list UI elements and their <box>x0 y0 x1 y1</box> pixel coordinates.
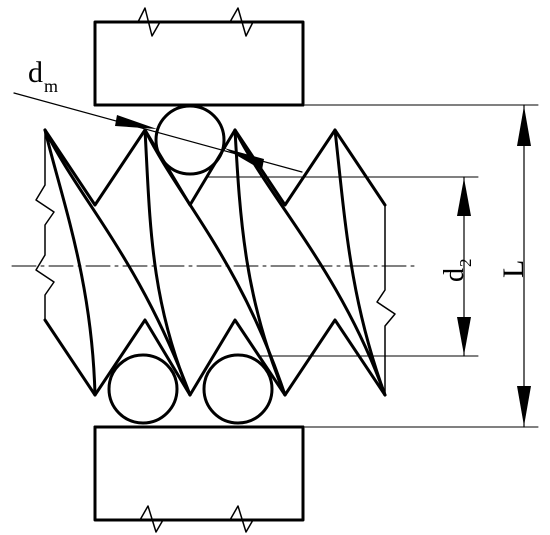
bottom-anvil-break-marks <box>94 505 304 533</box>
dm-leader <box>13 92 303 173</box>
measuring-wire-bottom-right <box>202 353 274 425</box>
thread-profile <box>43 128 387 397</box>
measuring-wire-bottom-left <box>107 353 179 425</box>
thread-right-break <box>376 204 396 396</box>
top-anvil <box>93 20 305 107</box>
thread-left-break <box>35 129 55 321</box>
d2-dimension <box>457 176 471 357</box>
bottom-anvil <box>93 425 305 522</box>
dm-label-sub: m <box>44 76 59 96</box>
d2-label: d2 <box>439 259 475 283</box>
thread-helix-curves <box>43 128 387 397</box>
L-dimension <box>517 104 531 428</box>
extension-lines <box>207 104 539 428</box>
dm-label-main: d <box>28 56 43 89</box>
L-label: L <box>497 259 530 278</box>
top-anvil-break-marks <box>94 7 304 37</box>
d2-label-sub: 2 <box>456 258 475 268</box>
dm-label: dm <box>28 56 58 96</box>
measuring-wire-top <box>154 104 226 176</box>
d2-label-main: d <box>439 268 470 282</box>
